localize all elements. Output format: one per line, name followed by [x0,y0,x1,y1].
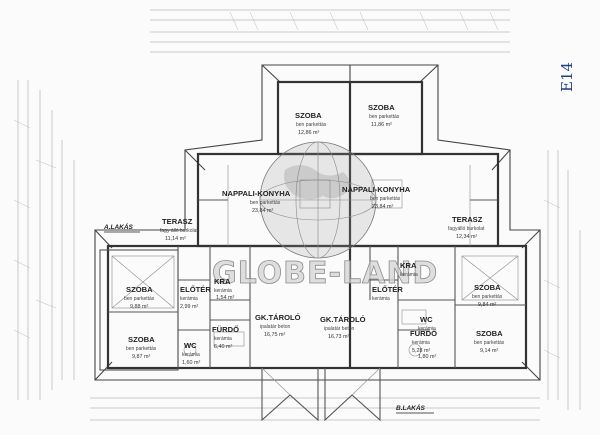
svg-text:ben parkettás: ben parkettás [296,122,327,128]
svg-text:NAPPALI-KONYHA: NAPPALI-KONYHA [222,189,291,198]
room-szoba-top-left: SZOBA ben parkettás 12,86 m² [295,111,327,136]
svg-text:1,54 m²: 1,54 m² [216,295,234,301]
building-walls [99,80,528,371]
svg-text:23,84 m²: 23,84 m² [252,208,273,214]
room-furdo-a: FÜRDŐ kerámia 6,40 m² [212,325,239,350]
room-gk-tarolo-b: GK.TÁROLÓ ipalatár beton 16,73 m² [320,315,366,340]
svg-text:12,34 m²: 12,34 m² [456,234,477,240]
svg-text:KRA: KRA [214,277,231,286]
svg-text:kerámia: kerámia [214,336,232,342]
svg-text:16,75 m²: 16,75 m² [264,332,285,338]
svg-text:1,80 m²: 1,80 m² [418,354,436,360]
svg-text:ben parkettás: ben parkettás [370,196,401,202]
dimension-lines-right [543,150,581,410]
room-szoba-top-right: SZOBA ben parkettás 11,86 m² [368,103,400,128]
svg-text:ben parkettás: ben parkettás [250,200,281,206]
svg-text:ben parkettás: ben parkettás [124,296,155,302]
svg-text:16,73 m²: 16,73 m² [328,334,349,340]
room-eloter-a: ELŐTÉR kerámia 2,99 m² [180,285,211,310]
room-eloter-b: ELŐTÉR kerámia [372,285,403,302]
svg-text:11,14 m²: 11,14 m² [165,236,186,242]
svg-text:SZOBA: SZOBA [295,111,322,120]
svg-text:TERASZ: TERASZ [452,215,483,224]
handwritten-note: E14 [558,62,576,92]
svg-text:SZOBA: SZOBA [474,283,501,292]
svg-text:NAPPALI-KONYHA: NAPPALI-KONYHA [342,185,411,194]
svg-text:ELŐTÉR: ELŐTÉR [180,285,211,294]
svg-text:9,88 m²: 9,88 m² [130,304,148,310]
svg-text:TERASZ: TERASZ [162,217,193,226]
room-terasz-a: TERASZ fagy álló burkolat 11,14 m² [160,217,198,242]
svg-text:WC: WC [420,315,433,324]
svg-text:9,87 m²: 9,87 m² [132,354,150,360]
svg-text:SZOBA: SZOBA [476,329,503,338]
apartment-a-label: A.LAKÁS [103,222,134,231]
svg-text:ipalatár beton: ipalatár beton [260,324,291,330]
room-nappali-konyha-b: NAPPALI-KONYHA ben parkettás 23,84 m² [342,185,411,210]
svg-text:kerámia: kerámia [180,296,198,302]
svg-text:6,40 m²: 6,40 m² [214,344,232,350]
svg-text:SZOBA: SZOBA [126,285,153,294]
svg-text:ben parkettás: ben parkettás [472,294,503,300]
room-nappali-konyha-a: NAPPALI-KONYHA ben parkettás 23,84 m² [222,189,291,214]
svg-text:ben parkettás: ben parkettás [369,114,400,120]
svg-text:fagyálló burkolat: fagyálló burkolat [448,226,485,232]
svg-text:SZOBA: SZOBA [368,103,395,112]
apartment-b-label: B.LAKÁS [396,403,426,412]
svg-text:9,84 m²: 9,84 m² [478,302,496,308]
svg-text:SZOBA: SZOBA [128,335,155,344]
svg-text:1,60 m²: 1,60 m² [182,360,200,366]
svg-text:23,84 m²: 23,84 m² [372,204,393,210]
svg-text:2,99 m²: 2,99 m² [180,304,198,310]
svg-text:kerámia: kerámia [400,272,418,278]
room-szoba-b2: SZOBA ben parkettás 9,14 m² [474,329,505,354]
svg-text:11,86 m²: 11,86 m² [371,122,392,128]
svg-text:WC: WC [184,341,197,350]
room-kra-a: KRA kerámia 1,54 m² [214,277,234,301]
svg-text:FÜRDŐ: FÜRDŐ [212,325,239,334]
svg-text:GK.TÁROLÓ: GK.TÁROLÓ [320,315,366,324]
room-kra-b: KRA kerámia [400,261,418,278]
svg-text:9,14 m²: 9,14 m² [480,348,498,354]
svg-text:kerámia: kerámia [214,288,232,294]
dimension-lines-bottom [90,397,540,421]
room-gk-tarolo-a: GK.TÁROLÓ ipalatár beton 16,75 m² [255,313,301,338]
room-szoba-a1: SZOBA ben parkettás 9,88 m² [124,285,155,310]
svg-text:kerámia: kerámia [418,326,436,332]
dimension-lines-top [150,9,510,53]
svg-text:ipalatár beton: ipalatár beton [324,326,355,332]
svg-text:KRA: KRA [400,261,417,270]
svg-text:kerámia: kerámia [372,296,390,302]
svg-text:5,28 m²: 5,28 m² [412,348,430,354]
svg-text:12,86 m²: 12,86 m² [298,130,319,136]
svg-text:ben parkettás: ben parkettás [126,346,157,352]
svg-text:ELŐTÉR: ELŐTÉR [372,285,403,294]
svg-text:fagy álló burkolat: fagy álló burkolat [160,228,198,234]
dimension-lines-left [13,80,75,400]
room-furdo-b: FÜRDŐ kerámia 5,28 m² [410,329,437,354]
svg-text:GK.TÁROLÓ: GK.TÁROLÓ [255,313,301,322]
room-wc-b: WC kerámia 1,80 m² [418,315,436,360]
room-wc-a: WC kerámia 1,60 m² [182,341,200,366]
svg-text:FÜRDŐ: FÜRDŐ [410,329,437,338]
svg-text:ben parkettás: ben parkettás [474,340,505,346]
globe-land-watermark-logo: GLOBE-LAND [212,141,438,291]
room-terasz-b: TERASZ fagyálló burkolat 12,34 m² [448,215,485,240]
svg-text:kerámia: kerámia [182,352,200,358]
watermark-text: GLOBE-LAND [212,256,438,291]
room-szoba-a2: SZOBA ben parkettás 9,87 m² [126,335,157,360]
interior-details [111,179,519,422]
svg-text:kerámia: kerámia [412,340,430,346]
room-labels: SZOBA ben parkettás 12,86 m² SZOBA ben p… [124,103,505,366]
room-szoba-b1: SZOBA ben parkettás 9,84 m² [472,283,503,308]
